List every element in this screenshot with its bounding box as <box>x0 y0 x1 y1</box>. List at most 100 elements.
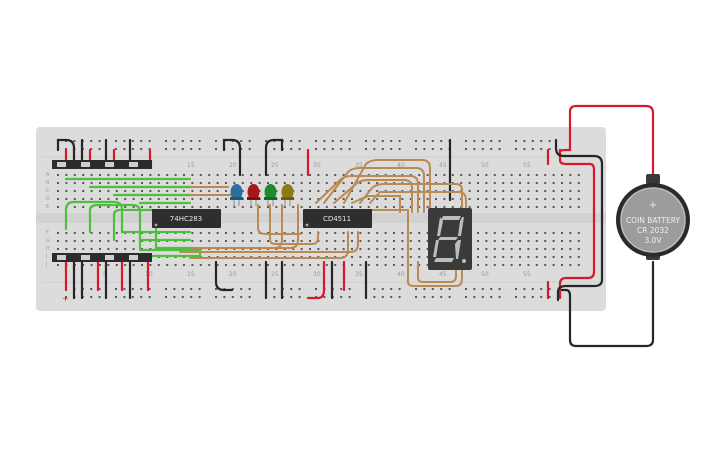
breadboard-hole <box>174 190 177 192</box>
breadboard-hole <box>309 264 311 266</box>
breadboard-hole <box>57 240 59 242</box>
dip-toggle-7[interactable] <box>105 255 114 260</box>
breadboard-hole <box>552 256 555 258</box>
battery-black-wire <box>558 260 655 348</box>
dip-toggle-4[interactable] <box>129 162 138 167</box>
breadboard-hole <box>181 288 184 290</box>
breadboard-hole <box>124 240 127 242</box>
breadboard-hole <box>373 140 376 142</box>
breadboard-hole <box>98 148 101 150</box>
breadboard-hole <box>107 206 110 208</box>
breadboard-hole <box>415 148 417 150</box>
breadboard-hole <box>216 264 219 266</box>
breadboard-hole <box>199 264 202 266</box>
led-blue[interactable] <box>230 184 243 206</box>
breadboard-hole <box>124 206 127 208</box>
breadboard-hole <box>398 140 401 142</box>
breadboard-hole <box>426 264 429 266</box>
coin-battery[interactable]: + COIN BATTERY CR 2032 3.0V <box>616 174 690 260</box>
led-green[interactable] <box>264 184 277 206</box>
breadboard-hole <box>485 174 488 176</box>
breadboard-hole <box>348 296 351 298</box>
breadboard-hole <box>342 248 345 250</box>
breadboard-hole <box>552 198 555 200</box>
breadboard-hole <box>519 206 521 208</box>
brown-wire-15 <box>369 209 463 287</box>
breadboard-hole <box>359 190 362 192</box>
breadboard-hole <box>174 206 177 208</box>
brown-wire-14 <box>359 183 463 213</box>
breadboard-hole <box>57 264 59 266</box>
breadboard-hole <box>373 288 376 290</box>
wire-black-sw1 <box>56 138 76 167</box>
breadboard-hole <box>82 248 85 250</box>
segment-f <box>437 217 443 236</box>
breadboard-hole <box>157 264 160 266</box>
breadboard-hole <box>267 174 269 176</box>
col-num-55-bottom: 55 <box>523 271 531 278</box>
breadboard-hole <box>275 182 278 184</box>
seven-segment-display[interactable]: 8 <box>428 208 472 271</box>
breadboard-hole <box>325 182 328 184</box>
breadboard-hole <box>334 240 337 242</box>
dip-toggle-6[interactable] <box>81 255 90 260</box>
breadboard-hole <box>115 264 118 266</box>
dip-switch-top[interactable] <box>52 160 152 169</box>
dip-switch-bottom[interactable] <box>52 253 152 262</box>
brown-wire-8 <box>269 204 319 245</box>
breadboard-hole <box>485 248 488 250</box>
breadboard-hole <box>309 174 311 176</box>
breadboard-hole <box>423 148 426 150</box>
decoder-chip-body <box>303 209 372 228</box>
breadboard-hole <box>275 174 278 176</box>
breadboard-hole <box>401 198 404 200</box>
breadboard-hole <box>527 190 530 192</box>
breadboard-hole <box>523 288 526 290</box>
breadboard-hole <box>409 232 412 234</box>
breadboard-hole <box>141 190 143 192</box>
breadboard-hole <box>132 264 135 266</box>
dip-toggle-3[interactable] <box>105 162 114 167</box>
breadboard-hole <box>132 174 135 176</box>
breadboard-hole <box>426 256 429 258</box>
breadboard-hole <box>401 232 404 234</box>
breadboard-hole <box>223 296 226 298</box>
breadboard-hole <box>561 198 563 200</box>
segment-g <box>438 237 458 240</box>
breadboard-hole <box>191 264 194 266</box>
breadboard-hole <box>191 206 194 208</box>
breadboard-hole <box>315 148 317 150</box>
breadboard-hole <box>561 182 563 184</box>
breadboard-hole <box>481 140 484 142</box>
breadboard-hole <box>409 198 412 200</box>
breadboard-hole <box>166 206 169 208</box>
breadboard-hole <box>540 140 543 142</box>
led-red[interactable] <box>247 184 260 206</box>
breadboard-hole <box>275 240 278 242</box>
breadboard-hole <box>569 206 572 208</box>
dip-toggle-8[interactable] <box>129 255 138 260</box>
breadboard-hole <box>73 190 76 192</box>
dip-toggle-5[interactable] <box>57 255 66 260</box>
breadboard-hole <box>82 174 85 176</box>
breadboard-hole <box>317 198 320 200</box>
dip-toggle-2[interactable] <box>81 162 90 167</box>
breadboard-hole <box>148 296 151 298</box>
led-yellow[interactable] <box>281 184 294 206</box>
breadboard-hole <box>141 174 143 176</box>
dip-toggle-1[interactable] <box>57 162 66 167</box>
breadboard-hole <box>577 256 580 258</box>
breadboard-hole <box>531 148 534 150</box>
breadboard-hole <box>552 264 555 266</box>
breadboard-hole <box>173 140 176 142</box>
breadboard-hole <box>502 256 505 258</box>
breadboard-hole <box>510 190 513 192</box>
decoder-chip[interactable]: CD4511 <box>303 209 372 228</box>
breadboard-hole <box>398 288 401 290</box>
breadboard-hole <box>73 232 76 234</box>
breadboard-hole <box>325 248 328 250</box>
adder-chip[interactable]: 74HC283 <box>152 209 221 228</box>
breadboard-hole <box>199 190 202 192</box>
breadboard-hole <box>531 288 534 290</box>
breadboard-hole <box>493 182 496 184</box>
